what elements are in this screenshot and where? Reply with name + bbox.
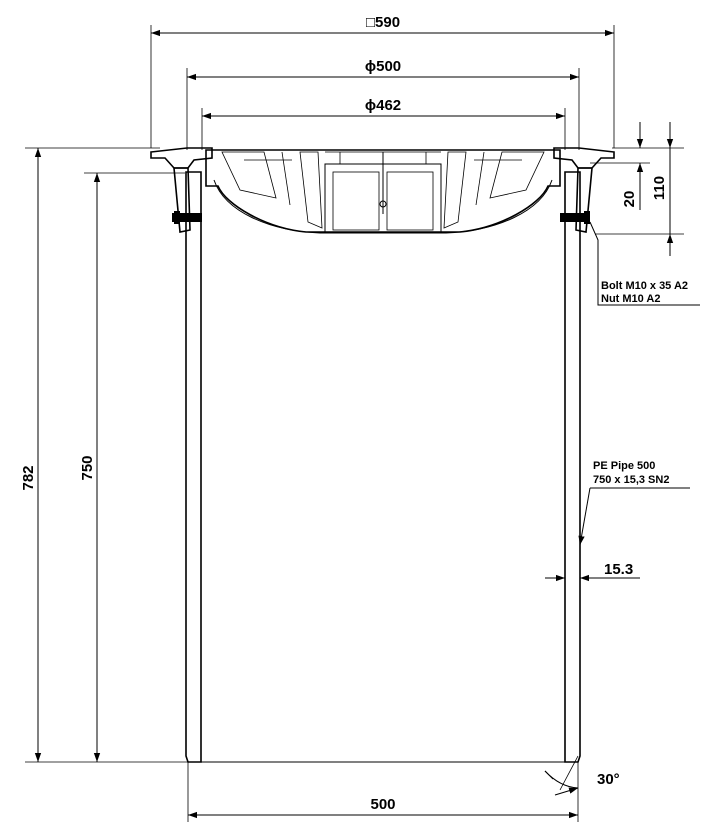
pipe-note: PE Pipe 500 750 x 15,3 SN2 [578,460,690,546]
wall-thickness-label: 15.3 [604,561,633,578]
flange-height-label: 20 [621,191,638,208]
total-height-label: 782 [20,465,37,490]
chamfer-angle-label: 30° [597,771,620,788]
inner-diameter-label: ϕ462 [365,97,401,114]
grate-diameter-label: ϕ500 [365,58,401,75]
dimension-pipe-length: 750 [79,172,185,762]
bolt-note-line1: Bolt M10 x 35 A2 [601,280,688,292]
pipe-note-line2: 750 x 15,3 SN2 [593,474,669,486]
pipe-note-line1: PE Pipe 500 [593,460,655,472]
frame-square-label: □590 [366,14,400,31]
pipe-length-label: 750 [79,455,96,480]
dimension-frame-square: □590 [150,14,615,148]
dimension-chamfer-angle: 30° [544,755,620,796]
frame-assembly [150,147,615,234]
bolt-note-line2: Nut M10 A2 [601,293,661,305]
dimension-inner-diameter: ϕ462 [201,97,566,150]
bolt-left [172,211,202,224]
dimension-wall-thickness: 15.3 [545,561,640,582]
bolt-right [560,211,590,224]
dimension-heights-right: 20 110 [590,122,684,256]
dimension-pipe-diameter: 500 [187,762,579,822]
bolt-note: Bolt M10 x 35 A2 Nut M10 A2 [589,221,700,306]
dimension-grate-diameter: ϕ500 [186,58,580,150]
pe-pipe [185,171,581,763]
dimension-total-height: 782 [20,147,188,763]
top-height-label: 110 [651,176,668,200]
pipe-diameter-label: 500 [370,796,395,813]
